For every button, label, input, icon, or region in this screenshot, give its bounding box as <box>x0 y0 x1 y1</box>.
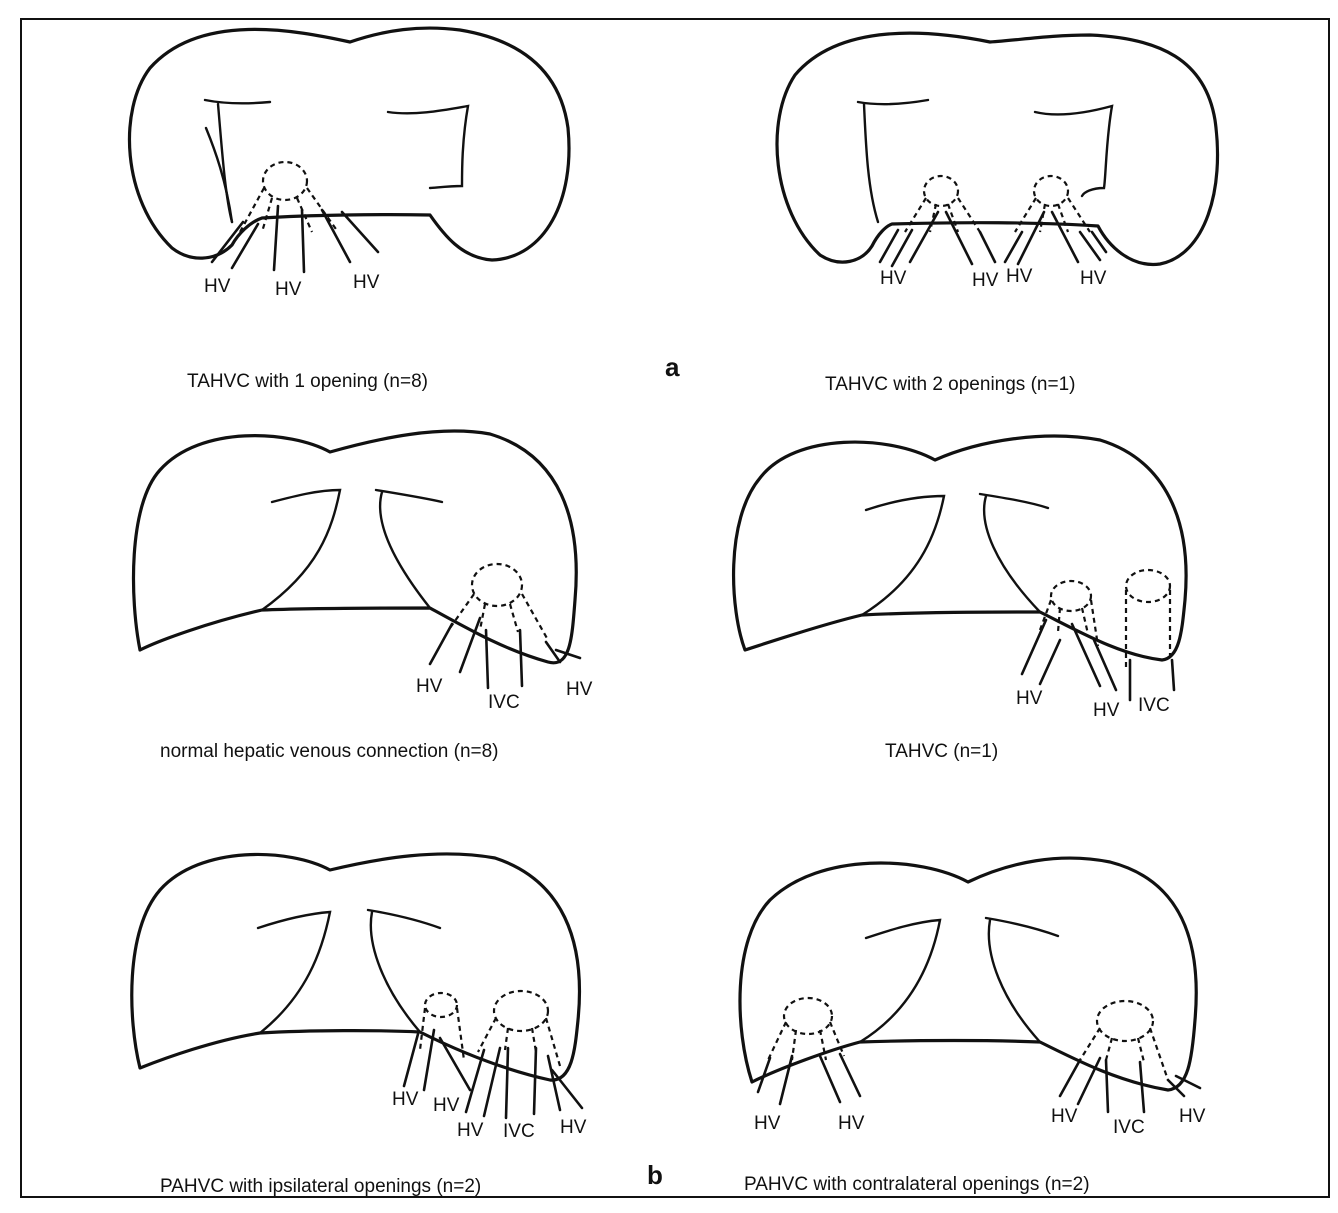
opening <box>263 162 307 200</box>
diagram-tahvc-1-opening <box>129 28 569 272</box>
label-hv: HV <box>275 279 302 300</box>
liver-outline <box>129 28 569 260</box>
opening-right <box>1097 1001 1153 1041</box>
right-fissure <box>986 918 1058 1042</box>
label-ivc: IVC <box>503 1121 535 1142</box>
liver-outline <box>133 431 576 663</box>
vessels <box>1022 620 1174 700</box>
right-fissure <box>388 106 468 188</box>
vessels <box>430 618 580 688</box>
label-hv: HV <box>1080 268 1107 289</box>
label-hv: HV <box>1179 1106 1206 1127</box>
label-hv: HV <box>1016 688 1043 709</box>
opening-right <box>1126 570 1170 602</box>
vessels <box>880 212 1106 266</box>
caption-tahvc-1-opening: TAHVC with 1 opening (n=8) <box>187 371 428 392</box>
opening-right <box>1034 176 1068 206</box>
diagram-pahvc-ipsilateral <box>132 854 582 1118</box>
caption-pahvc-contralateral: PAHVC with contralateral openings (n=2) <box>744 1174 1090 1195</box>
panel-label-b: b <box>647 1160 663 1190</box>
label-hv: HV <box>416 676 443 697</box>
opening-left <box>924 176 958 206</box>
label-hv: HV <box>204 276 231 297</box>
label-hv: HV <box>880 268 907 289</box>
caption-pahvc-ipsilateral: PAHVC with ipsilateral openings (n=2) <box>160 1176 481 1197</box>
label-hv: HV <box>754 1113 781 1134</box>
diagram-pahvc-contralateral <box>740 858 1200 1112</box>
dashed-connections-left <box>1040 600 1098 646</box>
label-ivc: IVC <box>1113 1117 1145 1138</box>
right-fissure <box>368 910 440 1032</box>
opening-left <box>425 993 457 1017</box>
liver-outline <box>740 858 1196 1090</box>
label-hv: HV <box>457 1120 484 1141</box>
left-fissure <box>862 496 944 615</box>
right-fissure <box>1035 106 1112 196</box>
label-ivc: IVC <box>1138 695 1170 716</box>
label-hv: HV <box>838 1113 865 1134</box>
label-ivc: IVC <box>488 692 520 713</box>
right-fissure <box>980 494 1048 612</box>
label-hv: HV <box>1051 1106 1078 1127</box>
diagram-tahvc-2-openings <box>777 33 1218 266</box>
caption-tahvc-2-openings: TAHVC with 2 openings (n=1) <box>825 374 1075 395</box>
label-hv: HV <box>433 1095 460 1116</box>
liver-outline <box>132 854 580 1080</box>
left-fissure <box>262 490 340 610</box>
diagram-tahvc <box>734 436 1187 700</box>
opening <box>472 564 522 606</box>
opening-right <box>494 991 548 1031</box>
vessels-left <box>758 1054 860 1104</box>
label-hv: HV <box>353 272 380 293</box>
vessels <box>404 1030 582 1118</box>
label-hv: HV <box>1006 266 1033 287</box>
panel-label-a: a <box>665 352 680 382</box>
dashed-connections-left <box>768 1022 844 1060</box>
opening-left <box>784 998 832 1034</box>
diagram-normal <box>133 431 580 688</box>
label-hv: HV <box>566 679 593 700</box>
label-hv: HV <box>560 1117 587 1138</box>
left-fissure <box>860 920 940 1042</box>
left-fissure <box>258 912 330 1033</box>
caption-normal: normal hepatic venous connection (n=8) <box>160 741 499 762</box>
liver-outline <box>734 436 1187 660</box>
right-fissure <box>376 490 442 608</box>
opening-left <box>1051 581 1091 611</box>
dashed-connections <box>450 594 548 640</box>
label-hv: HV <box>392 1089 419 1110</box>
label-hv: HV <box>972 270 999 291</box>
left-fissure <box>205 100 270 222</box>
left-fissure <box>858 100 928 222</box>
liver-outline <box>777 33 1218 264</box>
label-hv: HV <box>1093 700 1120 721</box>
caption-tahvc: TAHVC (n=1) <box>885 741 998 762</box>
